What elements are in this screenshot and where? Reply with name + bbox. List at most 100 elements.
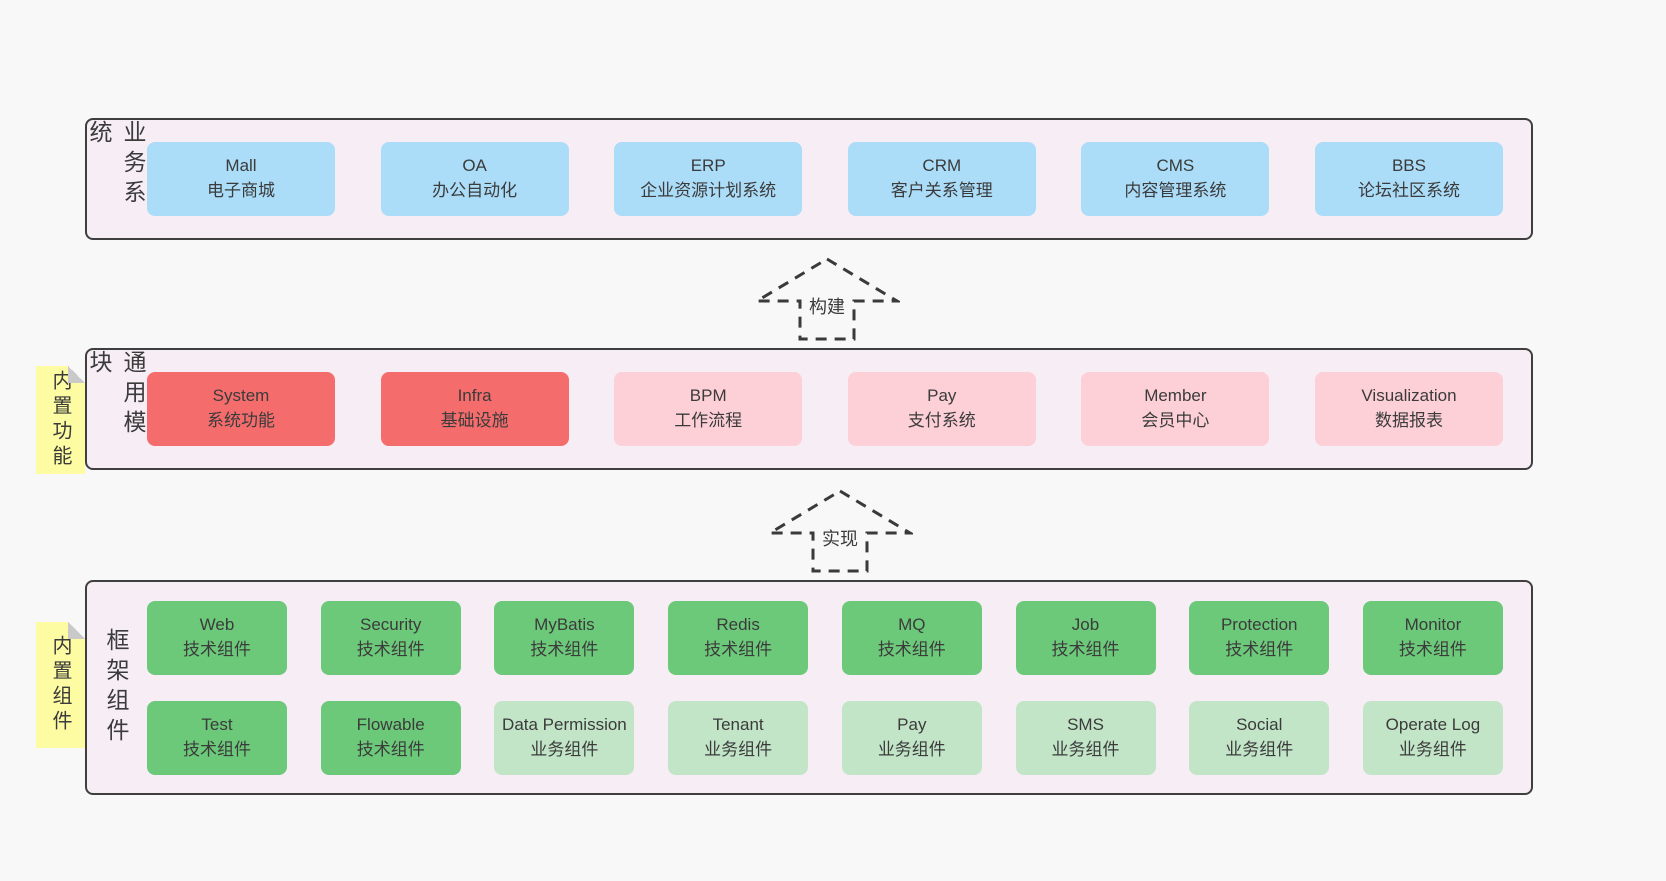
builtin-functions-note: 内置功能 <box>36 366 85 474</box>
diagram-node: Test 技术组件 <box>147 700 287 775</box>
diagram-node: Monitor 技术组件 <box>1362 600 1503 675</box>
node-title: BPM <box>689 386 727 406</box>
node-subtitle: 企业资源计划系统 <box>640 181 777 200</box>
implement-arrow-label: 实现 <box>817 524 863 552</box>
diagram-node: BPM 工作流程 <box>614 372 803 446</box>
node-title: Social <box>1236 714 1283 734</box>
framework-row-2: Test 技术组件 Flowable 技术组件 Data Permission … <box>147 700 1503 775</box>
node-subtitle: 业务组件 <box>1051 739 1120 759</box>
framework-row-1: Web 技术组件 Security 技术组件 MyBatis 技术组件 Redi… <box>147 600 1503 675</box>
node-title: Job <box>1071 614 1100 634</box>
node-title: Visualization <box>1361 386 1457 406</box>
diagram-node: Mall 电子商城 <box>147 142 335 216</box>
framework-panel-label: 框架组件 <box>103 627 129 748</box>
node-title: Flowable <box>356 714 425 734</box>
diagram-node: Member 会员中心 <box>1081 372 1270 446</box>
diagram-node: MyBatis 技术组件 <box>494 600 635 675</box>
node-subtitle: 技术组件 <box>183 739 251 759</box>
modules-boxes: System 系统功能 Infra 基础设施 BPM 工作流程 Pay 支付系统… <box>145 350 1531 468</box>
diagram-node: CRM 客户关系管理 <box>847 142 1036 216</box>
diagram-node: Pay 支付系统 <box>847 372 1036 446</box>
node-subtitle: 技术组件 <box>1225 639 1294 659</box>
diagram-node: Tenant 业务组件 <box>668 700 809 775</box>
diagram-node: Visualization 数据报表 <box>1314 372 1503 446</box>
node-subtitle: 数据报表 <box>1374 411 1443 430</box>
node-subtitle: 技术组件 <box>877 639 946 659</box>
node-subtitle: 基础设施 <box>440 411 509 430</box>
diagram-node: CMS 内容管理系统 <box>1081 142 1270 216</box>
diagram-node: Redis 技术组件 <box>668 600 809 675</box>
implement-arrow: 实现 <box>767 488 913 574</box>
node-title: Pay <box>897 714 927 734</box>
diagram-node: MQ 技术组件 <box>841 600 982 675</box>
node-title: Data Permission <box>502 714 627 734</box>
diagram-node: System 系统功能 <box>147 372 335 446</box>
node-title: MyBatis <box>534 614 595 634</box>
node-subtitle: 客户关系管理 <box>890 181 993 200</box>
node-title: Infra <box>457 386 492 406</box>
diagram-node: Social 业务组件 <box>1189 700 1330 775</box>
diagram-node: SMS 业务组件 <box>1015 700 1156 775</box>
framework-components-panel: 框架组件 Web 技术组件 Security 技术组件 MyBatis 技术组件… <box>85 580 1533 795</box>
node-subtitle: 电子商城 <box>207 181 275 200</box>
build-arrow-label: 构建 <box>804 292 850 320</box>
node-subtitle: 会员中心 <box>1141 411 1210 430</box>
node-title: Mall <box>225 156 257 176</box>
node-subtitle: 技术组件 <box>530 639 599 659</box>
node-title: Protection <box>1220 614 1298 634</box>
node-subtitle: 工作流程 <box>674 411 743 430</box>
node-subtitle: 支付系统 <box>907 411 976 430</box>
diagram-node: Web 技术组件 <box>147 600 287 675</box>
diagram-node: Pay 业务组件 <box>841 700 982 775</box>
diagram-node: Protection 技术组件 <box>1189 600 1330 675</box>
node-subtitle: 技术组件 <box>183 639 251 659</box>
diagram-node: OA 办公自动化 <box>380 142 569 216</box>
node-title: System <box>212 386 270 406</box>
node-title: Member <box>1144 386 1207 406</box>
business-systems-panel: 业务系统 Mall 电子商城 OA 办公自动化 ERP 企业资源计划系统 CRM… <box>85 118 1533 240</box>
diagram-node: ERP 企业资源计划系统 <box>614 142 803 216</box>
diagram-node: Security 技术组件 <box>320 600 461 675</box>
up-arrow-icon <box>767 489 913 573</box>
diagram-node: Operate Log 业务组件 <box>1362 700 1503 775</box>
node-title: Operate Log <box>1385 714 1481 734</box>
common-modules-panel: 通用模块 System 系统功能 Infra 基础设施 BPM 工作流程 Pay… <box>85 348 1533 470</box>
node-subtitle: 办公自动化 <box>432 181 518 200</box>
node-subtitle: 技术组件 <box>1398 639 1467 659</box>
node-title: Redis <box>716 614 760 634</box>
diagram-node: Job 技术组件 <box>1015 600 1156 675</box>
node-subtitle: 技术组件 <box>1051 639 1120 659</box>
node-subtitle: 技术组件 <box>356 739 425 759</box>
build-arrow: 构建 <box>754 256 900 342</box>
up-arrow-icon <box>754 257 900 341</box>
node-subtitle: 业务组件 <box>704 739 773 759</box>
node-title: CMS <box>1156 156 1195 176</box>
node-subtitle: 业务组件 <box>1225 739 1294 759</box>
builtin-components-note: 内置组件 <box>36 622 85 748</box>
diagram-node: Data Permission 业务组件 <box>494 700 635 775</box>
node-subtitle: 论坛社区系统 <box>1357 181 1460 200</box>
diagram-node: Flowable 技术组件 <box>320 700 461 775</box>
node-title: Pay <box>927 386 957 406</box>
node-subtitle: 技术组件 <box>356 639 425 659</box>
node-title: CRM <box>922 156 962 176</box>
node-title: Web <box>199 614 235 634</box>
node-title: Security <box>359 614 422 634</box>
node-title: ERP <box>690 156 726 176</box>
node-subtitle: 内容管理系统 <box>1124 181 1227 200</box>
node-subtitle: 业务组件 <box>1398 739 1467 759</box>
node-title: Tenant <box>712 714 764 734</box>
node-subtitle: 系统功能 <box>207 411 275 430</box>
node-title: OA <box>462 156 487 176</box>
node-subtitle: 业务组件 <box>877 739 946 759</box>
business-boxes: Mall 电子商城 OA 办公自动化 ERP 企业资源计划系统 CRM 客户关系… <box>145 120 1531 238</box>
business-panel-label: 业务系统 <box>86 120 146 210</box>
framework-rows: Web 技术组件 Security 技术组件 MyBatis 技术组件 Redi… <box>145 582 1531 793</box>
modules-panel-label: 通用模块 <box>86 350 146 440</box>
node-title: Test <box>201 714 233 734</box>
diagram-node: Infra 基础设施 <box>380 372 569 446</box>
node-subtitle: 技术组件 <box>704 639 773 659</box>
node-subtitle: 业务组件 <box>530 739 599 759</box>
node-title: SMS <box>1067 714 1104 734</box>
diagram-node: BBS 论坛社区系统 <box>1314 142 1503 216</box>
